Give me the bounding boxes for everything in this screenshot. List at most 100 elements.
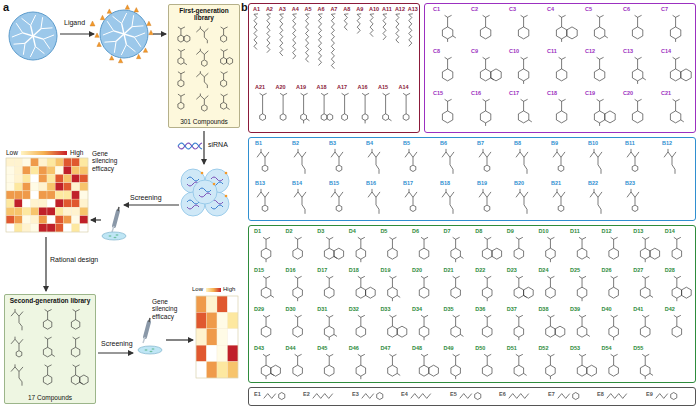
dendrimer-branch bbox=[132, 25, 144, 27]
bond-line bbox=[448, 15, 452, 27]
bond-line bbox=[446, 189, 447, 192]
bond-line bbox=[339, 197, 340, 205]
ring-structure bbox=[260, 114, 266, 121]
ligand-mark bbox=[125, 5, 129, 9]
dendrimer-branch bbox=[124, 27, 132, 34]
ring-structure bbox=[632, 111, 642, 123]
compound-cell: E9 bbox=[646, 391, 653, 397]
compound-label: A5 bbox=[305, 6, 312, 12]
ring-structure bbox=[609, 326, 619, 337]
structure bbox=[627, 189, 639, 212]
bond-line bbox=[597, 57, 600, 59]
structure bbox=[518, 57, 528, 84]
culture-dish bbox=[138, 346, 162, 354]
structure bbox=[261, 354, 280, 379]
structure bbox=[260, 93, 267, 120]
bond-line bbox=[266, 354, 270, 365]
bond-line bbox=[642, 315, 645, 317]
compound-cell: B13 bbox=[255, 180, 265, 186]
compound-cell: D37 bbox=[507, 306, 517, 312]
annotation: Low bbox=[192, 286, 203, 293]
structure bbox=[71, 309, 79, 329]
structure bbox=[293, 237, 303, 259]
label-cell: Screening bbox=[130, 194, 162, 202]
compound-cell: D24 bbox=[538, 267, 548, 273]
compound-cell: D32 bbox=[349, 306, 359, 312]
bond-line bbox=[334, 334, 337, 336]
bond-line bbox=[326, 315, 329, 317]
compound-cell: C3 bbox=[509, 6, 516, 12]
compound-label: B11 bbox=[625, 140, 635, 146]
heatmap-cell bbox=[39, 224, 47, 232]
structure bbox=[368, 189, 380, 214]
bond-line bbox=[389, 237, 392, 239]
structure bbox=[221, 27, 228, 42]
compound-cell: B18 bbox=[440, 180, 450, 186]
ring-structure bbox=[546, 365, 556, 376]
ring-structure bbox=[178, 58, 184, 65]
compound-label: B6 bbox=[440, 140, 447, 146]
compound-cell: B21 bbox=[551, 180, 561, 186]
ring-structure bbox=[279, 393, 285, 400]
bond-line bbox=[645, 354, 649, 365]
compound-label: D28 bbox=[665, 267, 675, 273]
annotation: Ligand bbox=[64, 19, 85, 27]
bond-line bbox=[524, 57, 528, 69]
bond-line bbox=[389, 276, 392, 278]
ring-structure bbox=[366, 287, 376, 298]
compound-cell: C9 bbox=[471, 48, 478, 54]
structure bbox=[388, 237, 398, 259]
bond-line bbox=[561, 39, 562, 42]
bond-line bbox=[521, 15, 524, 17]
bond-line bbox=[263, 276, 266, 278]
compound-label: A13 bbox=[408, 6, 418, 12]
structure bbox=[324, 276, 334, 298]
bond-line bbox=[331, 192, 343, 197]
compound-label: B15 bbox=[329, 180, 339, 186]
ring-structure bbox=[261, 248, 271, 259]
dendrimer-branch bbox=[43, 39, 49, 49]
bond-line bbox=[484, 237, 487, 239]
bond-line bbox=[204, 99, 205, 104]
compound-cell: B19 bbox=[477, 180, 487, 186]
library-fill bbox=[4, 294, 96, 404]
heatmap bbox=[6, 158, 88, 232]
bond-line bbox=[600, 99, 604, 111]
bond-line bbox=[675, 39, 676, 42]
ligand-mark bbox=[109, 56, 113, 60]
ring-structure bbox=[577, 326, 587, 337]
structure bbox=[627, 149, 639, 172]
ligand-mark bbox=[225, 195, 228, 198]
bond-line bbox=[48, 337, 52, 347]
bond-line bbox=[524, 99, 528, 111]
compound-cell: D9 bbox=[507, 228, 514, 234]
heatmap-cell bbox=[31, 158, 39, 166]
ring-structure bbox=[388, 326, 398, 337]
compound-cell: D11 bbox=[570, 228, 580, 234]
bond-line bbox=[335, 189, 336, 192]
bond-line bbox=[196, 51, 208, 55]
bond-line bbox=[295, 354, 298, 356]
structure bbox=[556, 57, 566, 81]
ring-structure bbox=[482, 287, 492, 298]
dendrimer-branch bbox=[124, 34, 126, 45]
dendrimer bbox=[95, 5, 153, 63]
bond-line bbox=[15, 337, 16, 340]
bond-line bbox=[635, 57, 638, 59]
compound-count: 17 Compounds bbox=[28, 394, 72, 401]
heatmap-cell bbox=[39, 174, 47, 182]
ring-structure bbox=[301, 114, 307, 121]
compound-label: D39 bbox=[570, 306, 580, 312]
bond-line bbox=[196, 28, 208, 32]
bond-line bbox=[483, 57, 486, 59]
bond-line bbox=[411, 394, 423, 399]
dendrimer-branch bbox=[114, 31, 124, 34]
structure bbox=[293, 315, 303, 337]
ring-structure bbox=[482, 326, 492, 337]
bond-line bbox=[547, 237, 550, 239]
ring-structure bbox=[546, 287, 556, 298]
bond-line bbox=[516, 315, 519, 317]
bond-line bbox=[405, 192, 417, 197]
bond-line bbox=[389, 354, 392, 356]
bond-line bbox=[642, 354, 645, 356]
